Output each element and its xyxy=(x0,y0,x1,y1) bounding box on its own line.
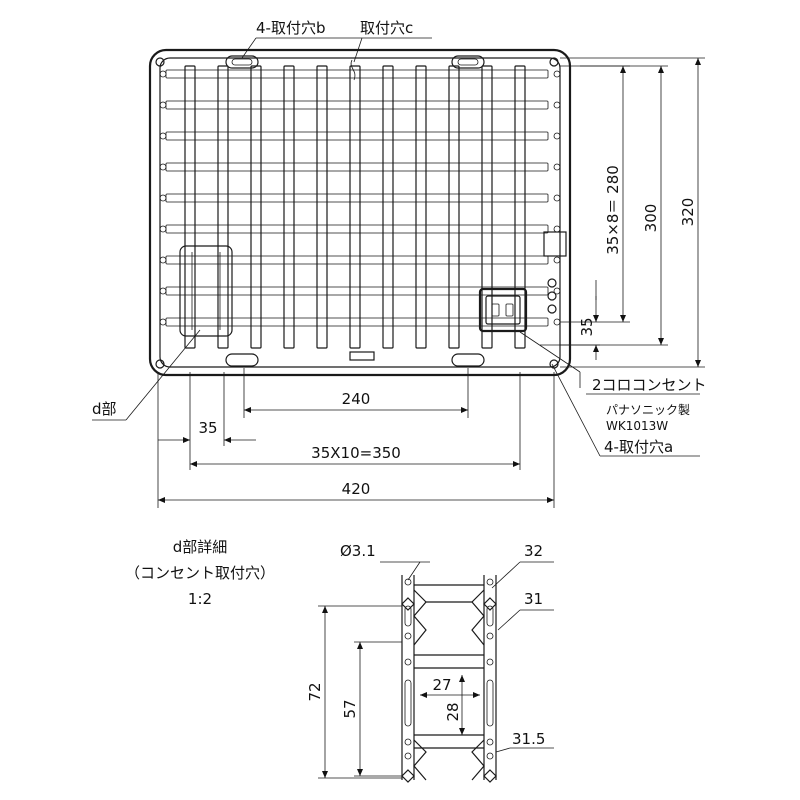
label-mount-holes-b: 4-取付穴b xyxy=(256,19,325,37)
dim-width-420: 420 xyxy=(342,480,371,498)
side-hole xyxy=(553,318,561,326)
label-outlet-name: 2コロコンセント xyxy=(592,376,707,394)
corner-mount-hole xyxy=(155,359,165,369)
detail-dim-28: 28 xyxy=(444,702,462,721)
dim-pitch-35-bottom: 35 xyxy=(198,419,217,437)
side-hole xyxy=(553,256,561,264)
d-part-region xyxy=(179,245,233,337)
grid-horizontal-bar xyxy=(165,131,549,141)
side-hole xyxy=(159,256,167,264)
side-hole xyxy=(159,70,167,78)
grid-vertical-bar xyxy=(184,65,196,349)
label-mount-hole-c: 取付穴c xyxy=(360,19,413,37)
bottom-notch xyxy=(349,351,375,361)
detail-title: d部詳細 xyxy=(173,538,228,556)
side-hole xyxy=(553,194,561,202)
grid-vertical-bar xyxy=(349,65,361,349)
side-hole xyxy=(159,163,167,171)
side-hole xyxy=(159,287,167,295)
leader-mount-b xyxy=(241,37,257,59)
side-hole xyxy=(159,194,167,202)
dim-bottom xyxy=(157,368,555,508)
grid-vertical-bars xyxy=(184,65,526,349)
grid-horizontal-bars xyxy=(165,69,549,327)
dim-right xyxy=(540,57,705,368)
leader-d-part xyxy=(125,329,201,421)
grid-horizontal-bar xyxy=(165,162,549,172)
dim-pitch-35-right: 35 xyxy=(578,317,596,336)
detail-dim-72: 72 xyxy=(306,682,324,701)
panel-outline xyxy=(148,48,572,377)
mount-slot-top-right xyxy=(451,55,485,69)
side-hole xyxy=(553,101,561,109)
mount-slot-top-left xyxy=(225,55,259,69)
grid-vertical-bar xyxy=(481,65,493,349)
grid-vertical-bar xyxy=(382,65,394,349)
mount-hole-c-mark xyxy=(350,59,356,81)
mounting-holes xyxy=(155,57,561,369)
detail-drawing xyxy=(401,575,497,783)
right-side-knobs xyxy=(543,231,567,314)
grid-vertical-bar xyxy=(415,65,427,349)
detail-dims xyxy=(318,561,554,779)
detail-scale: 1:2 xyxy=(188,590,212,608)
detail-dim-57: 57 xyxy=(341,699,359,718)
side-hole xyxy=(553,287,561,295)
detail-dim-27: 27 xyxy=(432,676,451,694)
grid-horizontal-bar xyxy=(165,317,549,327)
detail-dim-32: 32 xyxy=(524,542,543,560)
detail-subtitle: （コンセント取付穴） xyxy=(125,564,275,582)
dim-width-240: 240 xyxy=(342,390,371,408)
mount-slot-bottom-right xyxy=(451,353,485,367)
grid-vertical-bar xyxy=(217,65,229,349)
leader-mount-c xyxy=(353,37,363,63)
label-mount-holes-a: 4-取付穴a xyxy=(604,438,673,456)
label-outlet-model: WK1013W xyxy=(606,419,668,433)
grid-vertical-bar xyxy=(316,65,328,349)
dim-height-300: 300 xyxy=(642,204,660,233)
leader-mount-a xyxy=(551,363,601,457)
leader-outlet xyxy=(519,331,581,373)
side-hole xyxy=(159,132,167,140)
grid-vertical-bar xyxy=(514,65,526,349)
corner-mount-hole xyxy=(549,57,559,67)
grid-vertical-bar xyxy=(250,65,262,349)
side-hole xyxy=(553,70,561,78)
detail-dim-31: 31 xyxy=(524,590,543,608)
side-hole xyxy=(553,132,561,140)
dim-pitch-horizontal: 35X10=350 xyxy=(311,444,401,462)
detail-dia: Ø3.1 xyxy=(340,542,376,560)
side-hole xyxy=(159,225,167,233)
dim-pitch-vertical: 35×8＝ 280 xyxy=(604,165,622,255)
dim-height-320: 320 xyxy=(679,198,697,227)
grid-horizontal-bar xyxy=(165,255,549,265)
grid-vertical-bar xyxy=(448,65,460,349)
grid-horizontal-bar xyxy=(165,69,549,79)
outlet-2gang xyxy=(478,287,528,333)
detail-dim-31-5: 31.5 xyxy=(512,730,545,748)
label-d-part: d部 xyxy=(92,400,117,418)
label-outlet-maker: パナソニック製 xyxy=(606,403,690,417)
side-hole xyxy=(159,318,167,326)
side-hole xyxy=(159,101,167,109)
side-hole xyxy=(553,225,561,233)
grid-horizontal-bar xyxy=(165,224,549,234)
corner-mount-hole xyxy=(155,57,165,67)
side-hole xyxy=(553,163,561,171)
grid-horizontal-bar xyxy=(165,100,549,110)
mount-slot-bottom-left xyxy=(225,353,259,367)
grid-horizontal-bar xyxy=(165,193,549,203)
grid-vertical-bar xyxy=(283,65,295,349)
